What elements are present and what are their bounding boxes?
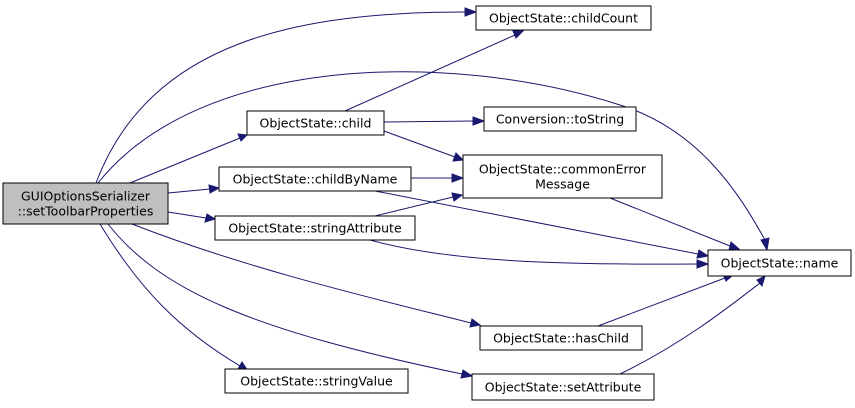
arrowhead-icon	[451, 173, 465, 183]
edge-line	[97, 71, 766, 241]
node-childByName[interactable]: ObjectState::childByName	[218, 166, 412, 192]
node-box	[471, 373, 655, 401]
edge-root-to-name	[97, 71, 770, 252]
node-name[interactable]: ObjectState::name	[707, 249, 852, 277]
edge-child-to-commonError	[383, 130, 465, 162]
edge-line	[383, 120, 475, 123]
arrowhead-icon	[728, 241, 741, 251]
arrowhead-icon	[512, 30, 525, 39]
node-label: ObjectState::child	[260, 116, 372, 131]
node-setAttribute[interactable]: ObjectState::setAttribute	[471, 373, 655, 401]
edge-root-to-setAttribute	[107, 223, 474, 379]
edge-root-to-child	[129, 133, 249, 184]
edge-line	[131, 223, 472, 324]
arrowhead-icon	[237, 133, 249, 142]
arrowhead-icon	[760, 237, 770, 252]
edge-line	[374, 196, 454, 217]
edge-line	[99, 223, 241, 367]
arrowhead-icon	[451, 192, 464, 202]
edge-child-to-toString	[383, 116, 486, 126]
node-box	[2, 182, 169, 225]
arrowhead-icon	[452, 152, 465, 162]
node-box	[479, 325, 643, 351]
edge-line	[609, 197, 731, 247]
node-label: GUIOptionsSerializer	[21, 189, 151, 204]
arrowhead-icon	[469, 318, 482, 328]
node-label: ObjectState::commonError	[479, 162, 647, 177]
node-label: ::setToolbarProperties	[18, 204, 154, 219]
node-label: ObjectState::setAttribute	[485, 380, 642, 395]
arrowhead-icon	[696, 249, 710, 259]
node-box	[475, 5, 652, 31]
node-stringAttribute[interactable]: ObjectState::stringAttribute	[214, 215, 416, 241]
edge-line	[619, 282, 761, 375]
node-toString[interactable]: Conversion::toString	[483, 106, 637, 132]
edge-line	[374, 190, 699, 255]
node-root: GUIOptionsSerializer::setToolbarProperti…	[2, 182, 169, 225]
arrowhead-icon	[696, 259, 710, 269]
node-stringValue[interactable]: ObjectState::stringValue	[224, 368, 409, 394]
arrowhead-icon	[464, 7, 478, 17]
call-edges	[95, 7, 770, 379]
edge-line	[597, 277, 726, 327]
edge-line	[383, 130, 456, 158]
node-box	[224, 368, 409, 394]
edge-root-to-hasChild	[131, 223, 482, 328]
edge-line	[129, 137, 241, 184]
node-hasChild[interactable]: ObjectState::hasChild	[479, 325, 643, 351]
edge-childByName-to-name	[374, 190, 710, 259]
node-box	[218, 166, 412, 192]
node-box	[214, 215, 416, 241]
edge-root-to-childCount	[95, 7, 478, 184]
edge-line	[95, 11, 467, 184]
arrowhead-icon	[460, 369, 474, 379]
edge-child-to-childCount	[344, 30, 525, 112]
node-label: ObjectState::childByName	[233, 172, 398, 187]
node-label: ObjectState::hasChild	[493, 331, 629, 346]
node-label: ObjectState::stringValue	[240, 374, 393, 389]
node-child[interactable]: ObjectState::child	[246, 110, 385, 136]
node-label: ObjectState::name	[721, 256, 839, 271]
edge-line	[107, 223, 463, 375]
node-box	[483, 106, 637, 132]
arrowhead-icon	[756, 275, 766, 288]
node-label: Message	[535, 177, 590, 192]
edge-stringAttribute-to-name	[369, 239, 710, 269]
node-label: ObjectState::childCount	[489, 11, 638, 26]
node-box	[707, 249, 852, 277]
arrowhead-icon	[472, 116, 486, 126]
edge-line	[167, 211, 207, 219]
edge-setAttribute-to-name	[619, 275, 766, 375]
arrowhead-icon	[204, 213, 217, 223]
call-nodes: GUIOptionsSerializer::setToolbarProperti…	[2, 5, 852, 401]
edge-childByName-to-commonError	[411, 173, 465, 183]
node-label: ObjectState::stringAttribute	[228, 221, 402, 236]
node-label: Conversion::toString	[496, 112, 624, 127]
edge-line	[369, 239, 699, 265]
node-box	[246, 110, 385, 136]
edge-commonError-to-name	[609, 197, 741, 251]
arrowhead-icon	[208, 184, 221, 194]
node-childCount[interactable]: ObjectState::childCount	[475, 5, 652, 31]
node-box	[462, 154, 663, 199]
edge-root-to-childByName	[167, 184, 221, 194]
edge-line	[167, 188, 211, 194]
edge-root-to-stringValue	[99, 223, 250, 372]
edge-stringAttribute-to-commonError	[374, 192, 464, 217]
edge-line	[344, 34, 516, 112]
edge-root-to-stringAttribute	[167, 211, 217, 223]
